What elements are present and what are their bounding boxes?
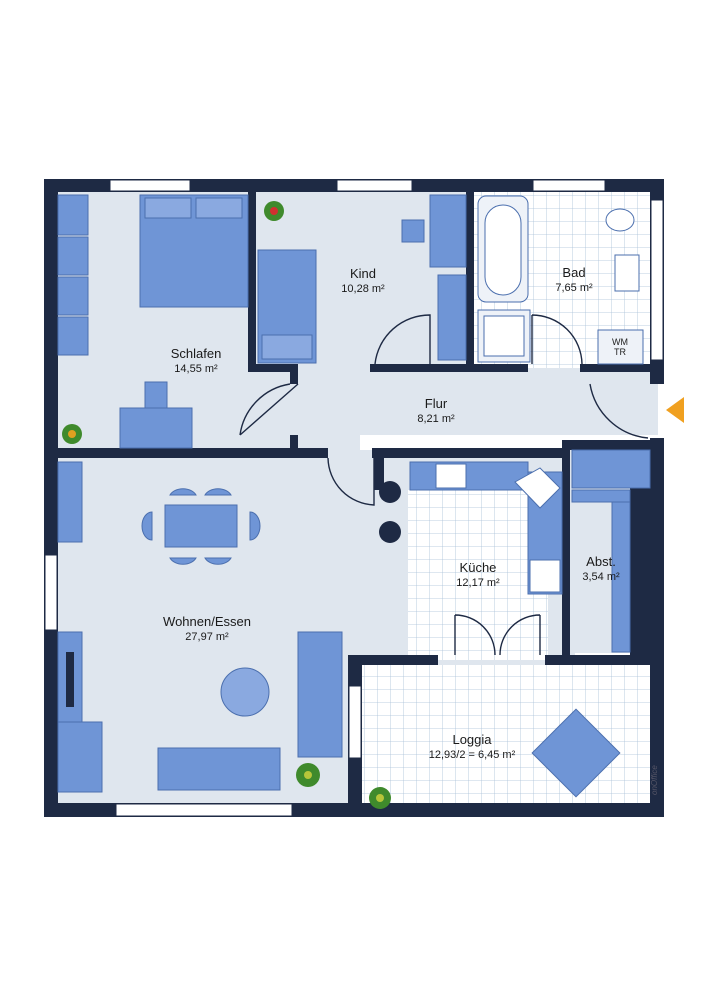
plant-icons [62,201,391,809]
room-label-schlafen: Schlafen 14,55 m² [171,346,222,375]
room-area: 12,17 m² [456,577,500,589]
room-area: 10,28 m² [341,283,385,295]
room-name: Kind [349,266,377,281]
room-label-wohnen: Wohnen/Essen 27,97 m² [163,614,251,643]
room-label-flur: Flur 8,21 m² [417,396,454,425]
room-name: Schlafen [170,346,222,361]
dryer-label: TR [614,347,626,357]
plant-icon [369,787,391,809]
watermark: onOffice [650,765,659,795]
room-label-bad: Bad 7,65 m² [555,265,592,294]
room-label-kind: Kind 10,28 m² [341,266,384,295]
room-area: 7,65 m² [555,282,593,294]
plant-icon [62,424,82,444]
room-name: Wohnen/Essen [163,614,251,629]
entrance-arrow-icon [666,397,684,423]
room-name: Loggia [452,732,492,747]
room-name: Flur [424,396,448,411]
plant-icon [264,201,284,221]
room-label-abst: Abst. 3,54 m² [582,554,619,583]
windows [44,179,664,817]
room-area: 3,54 m² [582,571,620,583]
washer-label: WM [612,337,628,347]
room-area: 8,21 m² [417,413,455,425]
room-name: Bad [562,265,586,280]
plant-icon [296,763,320,787]
room-area: 12,93/2 = 6,45 m² [428,749,516,761]
room-name: Abst. [586,554,616,569]
room-area: 27,97 m² [185,631,229,643]
room-label-kueche: Küche 12,17 m² [456,560,499,589]
furniture [57,194,651,798]
room-label-loggia: Loggia 12,93/2 = 6,45 m² [429,732,516,761]
washer-dryer-label: WM TR [612,337,628,357]
room-name: Küche [459,560,497,575]
room-area: 14,55 m² [174,363,218,375]
doors [239,314,649,656]
